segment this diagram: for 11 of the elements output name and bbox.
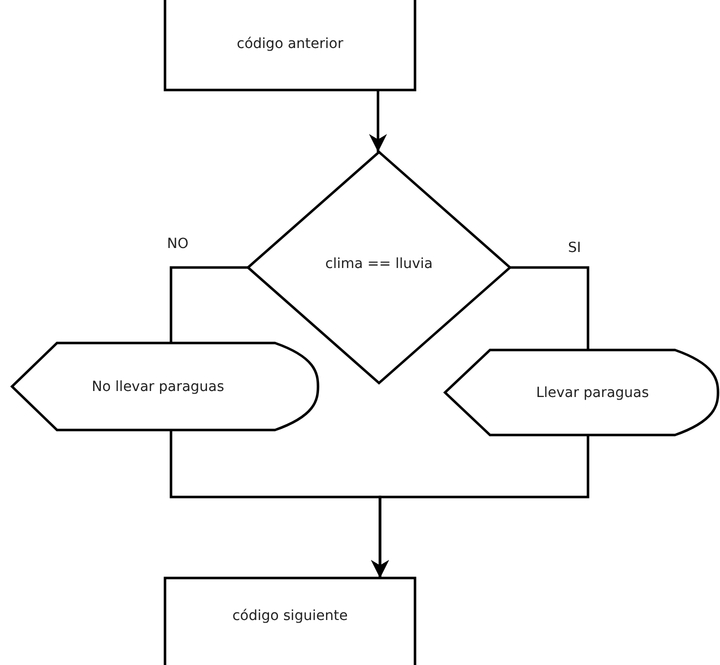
connector-line bbox=[371, 435, 590, 578]
node-label: código anterior bbox=[236, 36, 344, 52]
node-label: clima == lluvia bbox=[325, 256, 433, 272]
edge-label: NO bbox=[167, 236, 188, 252]
connector-line bbox=[369, 90, 387, 152]
node-label: No llevar paraguas bbox=[92, 378, 224, 394]
connector-line bbox=[510, 266, 590, 350]
node-label: Llevar paraguas bbox=[536, 384, 649, 400]
connector-line bbox=[170, 266, 248, 343]
node-label: código siguiente bbox=[232, 608, 348, 624]
edge-label: SI bbox=[568, 240, 582, 256]
